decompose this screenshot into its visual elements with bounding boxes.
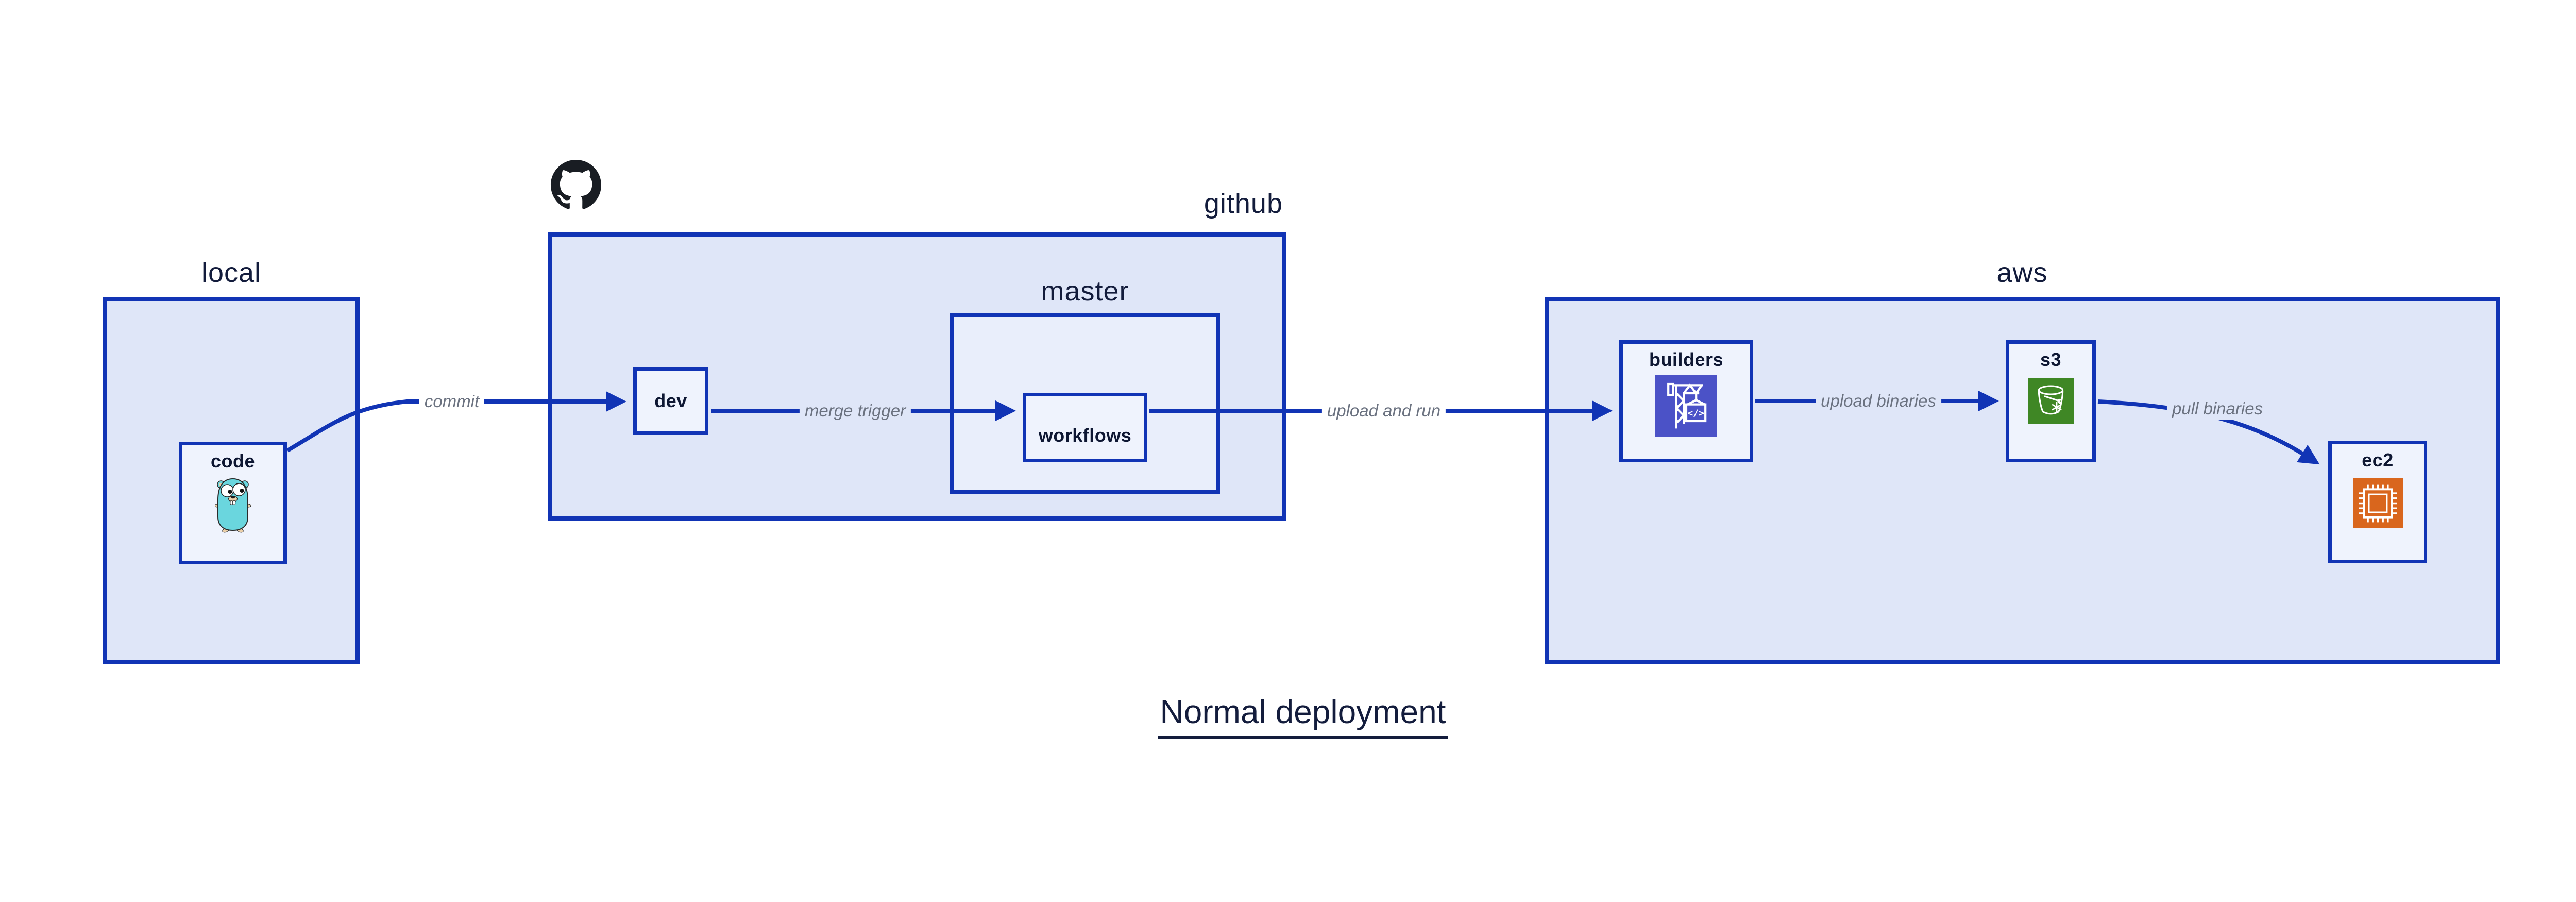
svg-text:</>: </>	[1687, 408, 1704, 419]
ec2-chip-icon	[2352, 478, 2403, 528]
node-ec2-label: ec2	[2362, 449, 2394, 471]
edge-label-commit: commit	[419, 391, 485, 412]
node-ec2: ec2	[2328, 441, 2427, 563]
node-workflows-label: workflows	[1038, 424, 1132, 446]
diagram-title: Normal deployment	[1158, 693, 1448, 739]
node-dev-label: dev	[654, 390, 687, 411]
node-dev: dev	[633, 367, 708, 435]
aws-group-label: aws	[1996, 257, 2048, 288]
edge-commit-arrow	[286, 391, 626, 453]
github-group-label: github	[1204, 188, 1283, 219]
edge-label-pull-binaries: pull binaries	[2166, 398, 2268, 420]
node-workflows: workflows	[1023, 393, 1147, 462]
node-s3-label: s3	[2040, 349, 2062, 370]
edge-label-merge-trigger: merge trigger	[799, 400, 911, 422]
go-gopher-icon	[215, 478, 251, 533]
node-s3: s3	[2006, 340, 2096, 462]
github-octocat-icon	[551, 160, 601, 209]
edge-label-upload-and-run: upload and run	[1321, 400, 1446, 422]
node-builders-label: builders	[1649, 349, 1724, 370]
master-group-label: master	[1041, 276, 1129, 307]
edge-label-upload-binaries: upload binaries	[1816, 390, 1941, 412]
codebuild-crane-icon: </>	[1655, 375, 1717, 437]
node-code: code	[179, 442, 287, 564]
local-group-label: local	[201, 257, 262, 288]
node-builders: builders </>	[1619, 340, 1753, 462]
node-code-label: code	[210, 450, 256, 472]
s3-bucket-icon	[2028, 378, 2074, 424]
